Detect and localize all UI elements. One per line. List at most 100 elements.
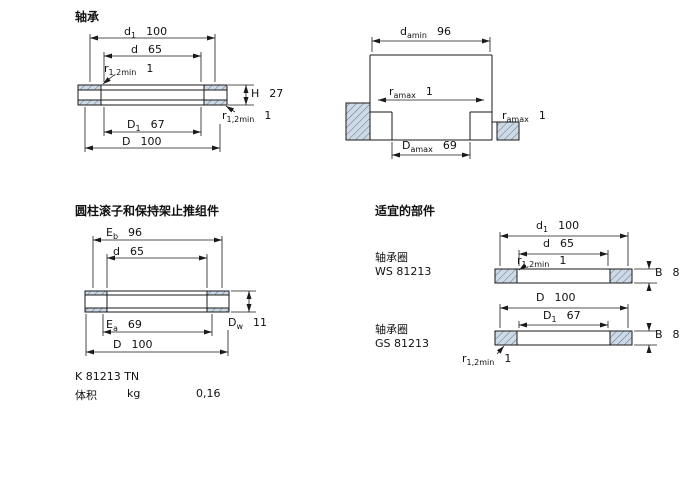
- dim-gs-r12: r1,2min 1: [462, 352, 511, 367]
- dim-subscript: 1,2min: [226, 115, 255, 125]
- dim-subscript: 1,2min: [108, 68, 137, 78]
- dim-assembly-Eb: Eb 96: [106, 226, 142, 241]
- dim-symbol: D: [127, 118, 136, 131]
- mass-value: 0,16: [196, 387, 221, 400]
- dim-assembly-Ea: Ea 69: [106, 318, 142, 333]
- bearing-dimension-lines: [84, 34, 254, 152]
- dim-symbol: D: [543, 309, 552, 322]
- abutment-dimension-lines: [371, 37, 491, 159]
- gs-type-label: 轴承圈: [375, 323, 408, 336]
- assembly-designation: K 81213 TN: [75, 370, 140, 383]
- dim-subscript: w: [236, 322, 244, 332]
- dim-subscript: amax: [506, 115, 529, 125]
- dim-symbol: D: [402, 139, 411, 152]
- dim-value: 1: [559, 254, 567, 267]
- section-title-assembly: 圆柱滚子和保持架止推组件: [75, 204, 220, 218]
- dim-value: 65: [129, 245, 144, 258]
- mass-label: 体积: [75, 389, 97, 402]
- dim-subscript: 1,2min: [521, 260, 550, 270]
- dim-subscript: 1: [542, 225, 549, 235]
- dim-value: 67: [150, 118, 165, 131]
- section-title-parts: 适宜的部件: [375, 204, 436, 218]
- dim-value: 69: [127, 318, 142, 331]
- dim-subscript: b: [112, 232, 119, 242]
- dim-symbol: d: [113, 245, 120, 258]
- dim-symbol: r: [222, 109, 227, 122]
- dim-symbol: d: [400, 25, 407, 38]
- dim-value: 11: [253, 316, 268, 329]
- dim-symbol: D: [228, 316, 237, 329]
- dim-symbol: E: [106, 318, 113, 331]
- ws-washer-dimension-lines: [499, 232, 657, 291]
- dim-abutment-damin: damin 96: [400, 25, 451, 40]
- section-title-bearing: 轴承: [75, 10, 100, 24]
- dim-symbol: E: [106, 226, 113, 239]
- dim-symbol: B: [655, 266, 663, 279]
- dim-symbol: D: [113, 338, 122, 351]
- bearing-cross-section: [77, 84, 228, 106]
- dim-symbol: r: [502, 109, 507, 122]
- dim-assembly-d: d 65: [113, 245, 144, 260]
- mass-unit: kg: [127, 387, 141, 400]
- dim-value: 69: [442, 139, 457, 152]
- dim-value: 67: [566, 309, 581, 322]
- dim-value: 100: [140, 135, 162, 148]
- dim-value: 8: [672, 266, 680, 279]
- dim-value: 1: [146, 62, 154, 75]
- dim-gs-D: D 100: [536, 291, 575, 306]
- dim-abutment-ramax-side: ramax 1: [502, 109, 546, 124]
- dim-subscript: 1: [130, 31, 137, 41]
- dim-symbol: H: [251, 87, 260, 100]
- dim-value: 8: [672, 328, 680, 341]
- dim-value: 100: [554, 291, 576, 304]
- dim-symbol: r: [389, 85, 394, 98]
- dim-value: 65: [559, 237, 574, 250]
- dim-value: 1: [425, 85, 433, 98]
- ws-washer-cross-section: [494, 268, 633, 284]
- dim-value: 96: [436, 25, 451, 38]
- dim-symbol: r: [517, 254, 522, 267]
- dim-subscript: 1: [135, 124, 141, 134]
- ws-designation: WS 81213: [375, 265, 432, 278]
- dim-bearing-H: H 27: [251, 87, 283, 102]
- dim-assembly-D: D 100: [113, 338, 152, 353]
- dim-symbol: D: [536, 291, 545, 304]
- dim-bearing-D1: D1 67: [127, 118, 165, 133]
- dim-subscript: amax: [393, 91, 416, 101]
- dim-value: 1: [538, 109, 546, 122]
- dim-value: 100: [131, 338, 153, 351]
- dim-subscript: amax: [410, 145, 433, 155]
- dim-ws-r12: r1,2min 1: [517, 254, 566, 269]
- dim-abutment-Damax: Damax 69: [402, 139, 457, 154]
- dim-symbol: d: [543, 237, 550, 250]
- dim-ws-d: d 65: [543, 237, 574, 252]
- dim-subscript: a: [112, 324, 118, 334]
- dim-subscript: 1: [551, 315, 557, 325]
- dim-subscript: 1,2min: [466, 358, 495, 368]
- dim-symbol: d: [124, 25, 131, 38]
- assembly-cross-section: [84, 290, 230, 313]
- dim-gs-D1: D1 67: [543, 309, 581, 324]
- dim-bearing-D: D 100: [122, 135, 161, 150]
- dim-abutment-ramax-inner: ramax 1: [389, 85, 433, 100]
- dim-symbol: r: [462, 352, 467, 365]
- dim-value: 27: [269, 87, 284, 100]
- dim-symbol: d: [131, 43, 138, 56]
- dim-symbol: B: [655, 328, 663, 341]
- abutment-cross-section: [345, 54, 520, 141]
- dim-symbol: D: [122, 135, 131, 148]
- dim-value: 96: [128, 226, 143, 239]
- assembly-dimension-lines: [85, 236, 256, 356]
- ws-type-label: 轴承圈: [375, 251, 408, 264]
- gs-washer-cross-section: [494, 330, 633, 346]
- dim-subscript: amin: [406, 31, 427, 41]
- dim-value: 1: [504, 352, 512, 365]
